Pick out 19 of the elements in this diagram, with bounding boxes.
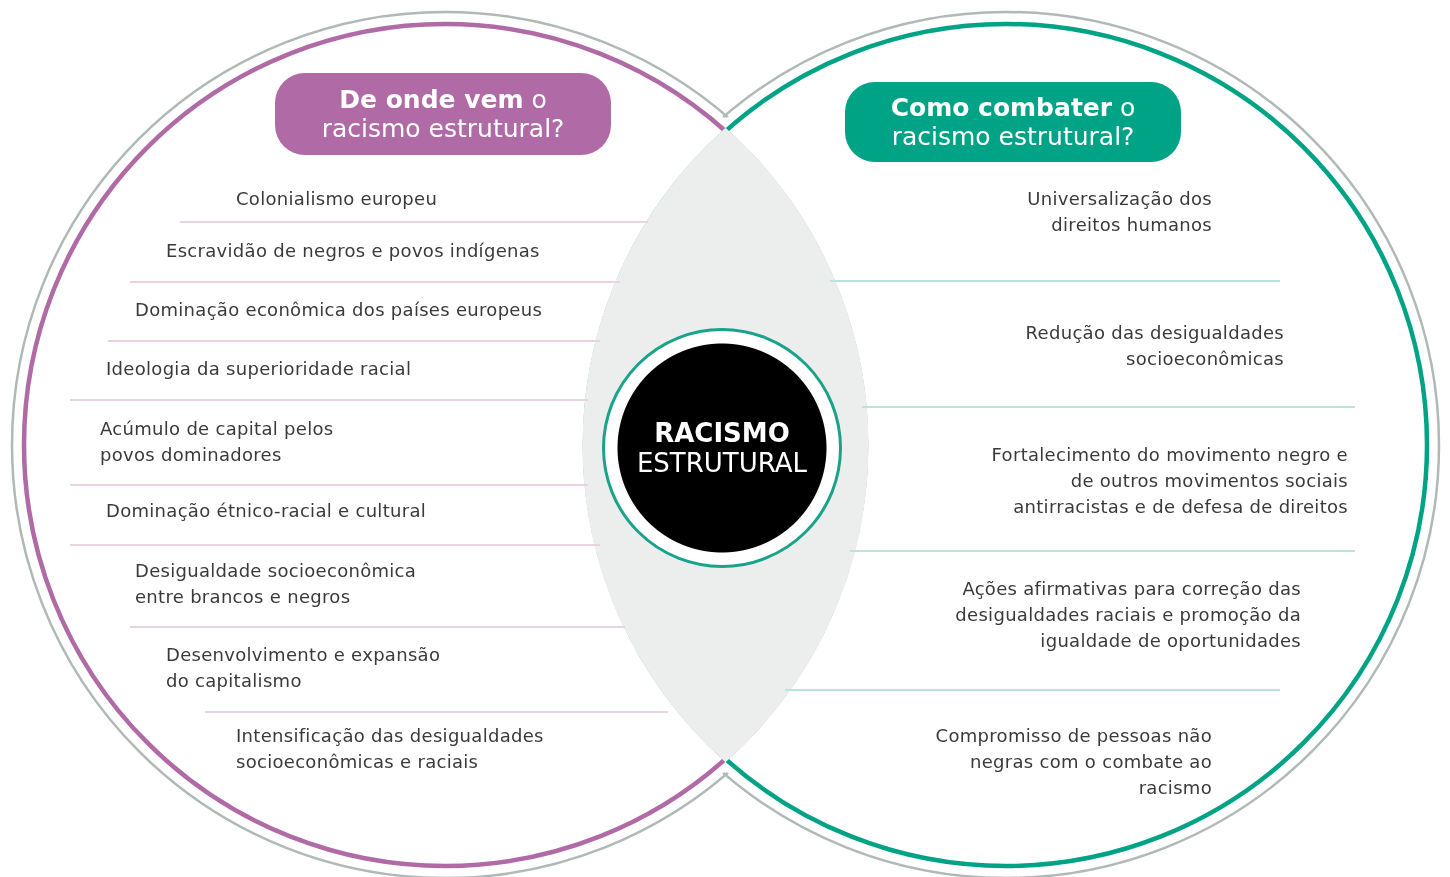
list-item-text: Redução das desigualdades socioeconômicas — [1024, 321, 1284, 371]
list-item-text: Universalização dos direitos humanos — [1026, 187, 1212, 237]
list-item-text: Ações afirmativas para correção das desigualdades raciais e promoção da igualdade de oportunidades — [954, 577, 1301, 653]
list-item-text: Desigualdade socioeconômica entre brancos e negros — [135, 559, 418, 609]
list-item-text: Compromisso de pessoas não negras com o combate ao racismo — [934, 724, 1212, 800]
list-item-text: Escravidão de negros e povos indígenas — [166, 239, 540, 263]
heading-text: Como combater o racismo estrutural? — [889, 93, 1137, 151]
list-item-text: Dominação econômica dos países europeus — [135, 298, 543, 322]
list-item-text: Dominação étnico-racial e cultural — [106, 499, 427, 523]
heading-text: De onde vem o racismo estrutural? — [320, 85, 566, 143]
heading-text: RACISMO ESTRUTURAL — [635, 418, 809, 478]
list-item-text: Desenvolvimento e expansão do capitalismo — [166, 643, 442, 693]
list-item-text: Acúmulo de capital pelos povos dominadores — [100, 417, 335, 467]
heading-pill — [275, 73, 611, 155]
list-item-text: Fortalecimento do movimento negro e de outros movimentos sociais antirracistas e de defesa de direitos — [990, 443, 1348, 519]
list-item-text: Ideologia da superioridade racial — [106, 357, 412, 381]
heading-pill — [845, 82, 1181, 162]
list-item-text: Colonialismo europeu — [236, 187, 438, 211]
list-item-text: Intensificação das desigualdades socioeconômicas e raciais — [236, 724, 545, 774]
